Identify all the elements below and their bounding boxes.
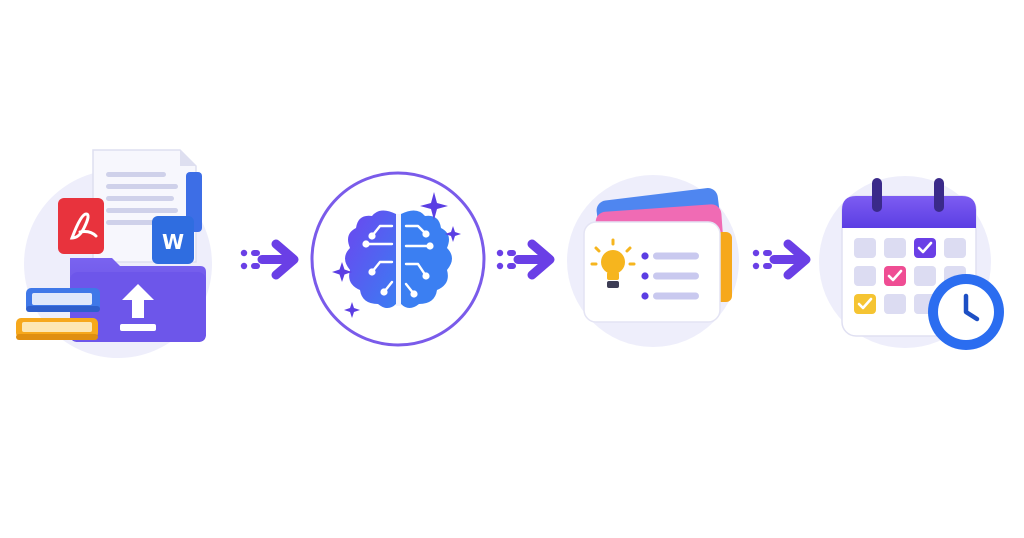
upload-arrow-icon <box>122 284 154 318</box>
checkmark-icon <box>914 238 936 258</box>
lightbulb-icon <box>590 238 636 288</box>
checkmark-icon <box>884 266 906 286</box>
step-flashcards <box>567 175 739 347</box>
clock-icon <box>928 274 1004 350</box>
sparkle-icon <box>332 262 352 282</box>
step-ai-processing <box>310 171 486 347</box>
arrow-right-icon <box>496 239 555 280</box>
books-icon <box>16 288 100 340</box>
bullet-list-icon <box>641 252 699 300</box>
step-upload-documents: W <box>16 149 212 358</box>
sparkle-icon <box>445 226 461 242</box>
sparkle-icon <box>420 192 448 220</box>
ai-brain-icon <box>345 210 452 308</box>
arrow-right-icon <box>752 239 811 280</box>
arrow-right-icon <box>240 239 299 280</box>
pdf-document-icon <box>58 198 104 254</box>
upload-folder-icon <box>70 258 206 342</box>
step-study-schedule <box>819 176 1004 350</box>
sparkle-icon <box>344 302 360 318</box>
calendar-icon <box>841 178 977 337</box>
word-document-icon: W <box>152 216 194 264</box>
word-badge-letter: W <box>162 230 184 254</box>
checkmark-icon <box>854 294 876 314</box>
